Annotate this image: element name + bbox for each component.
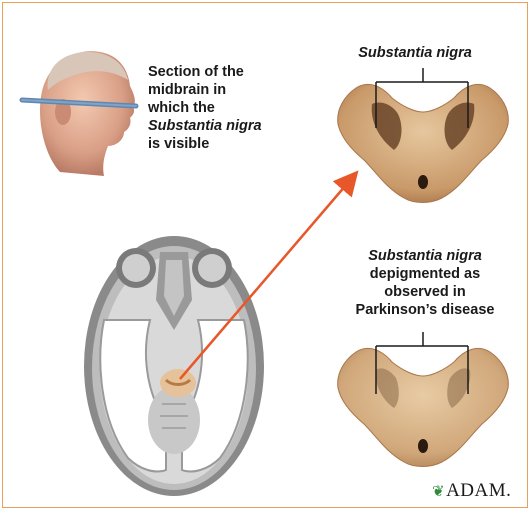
bottom-caption-line2: depigmented as [330,265,520,283]
section-caption-line2: midbrain in [148,81,298,99]
section-caption: Section of the midbrain in which the Sub… [148,63,298,153]
head-profile [22,51,136,176]
bottom-caption-line4: Parkinson’s disease [330,301,520,319]
section-caption-line5: is visible [148,135,298,153]
top-label-italic: Substantia nigra [358,45,472,61]
bottom-caption-italic: Substantia nigra [368,248,482,264]
bottom-caption-line3: observed in [330,283,520,301]
midbrain-section-normal [338,84,509,202]
leaf-icon: ❦ [432,484,445,500]
section-caption-italic: Substantia nigra [148,118,262,134]
logo-text: ADAM. [446,480,511,501]
section-caption-line1: Section of the [148,63,298,81]
adam-logo: ❦ADAM. [432,480,511,502]
midbrain-section-depigmented [338,348,509,466]
bottom-caption: Substantia nigra depigmented as observed… [330,247,520,319]
section-caption-line3: which the [148,99,298,117]
axial-brain-section [84,236,264,496]
top-label: Substantia nigra [330,44,500,62]
